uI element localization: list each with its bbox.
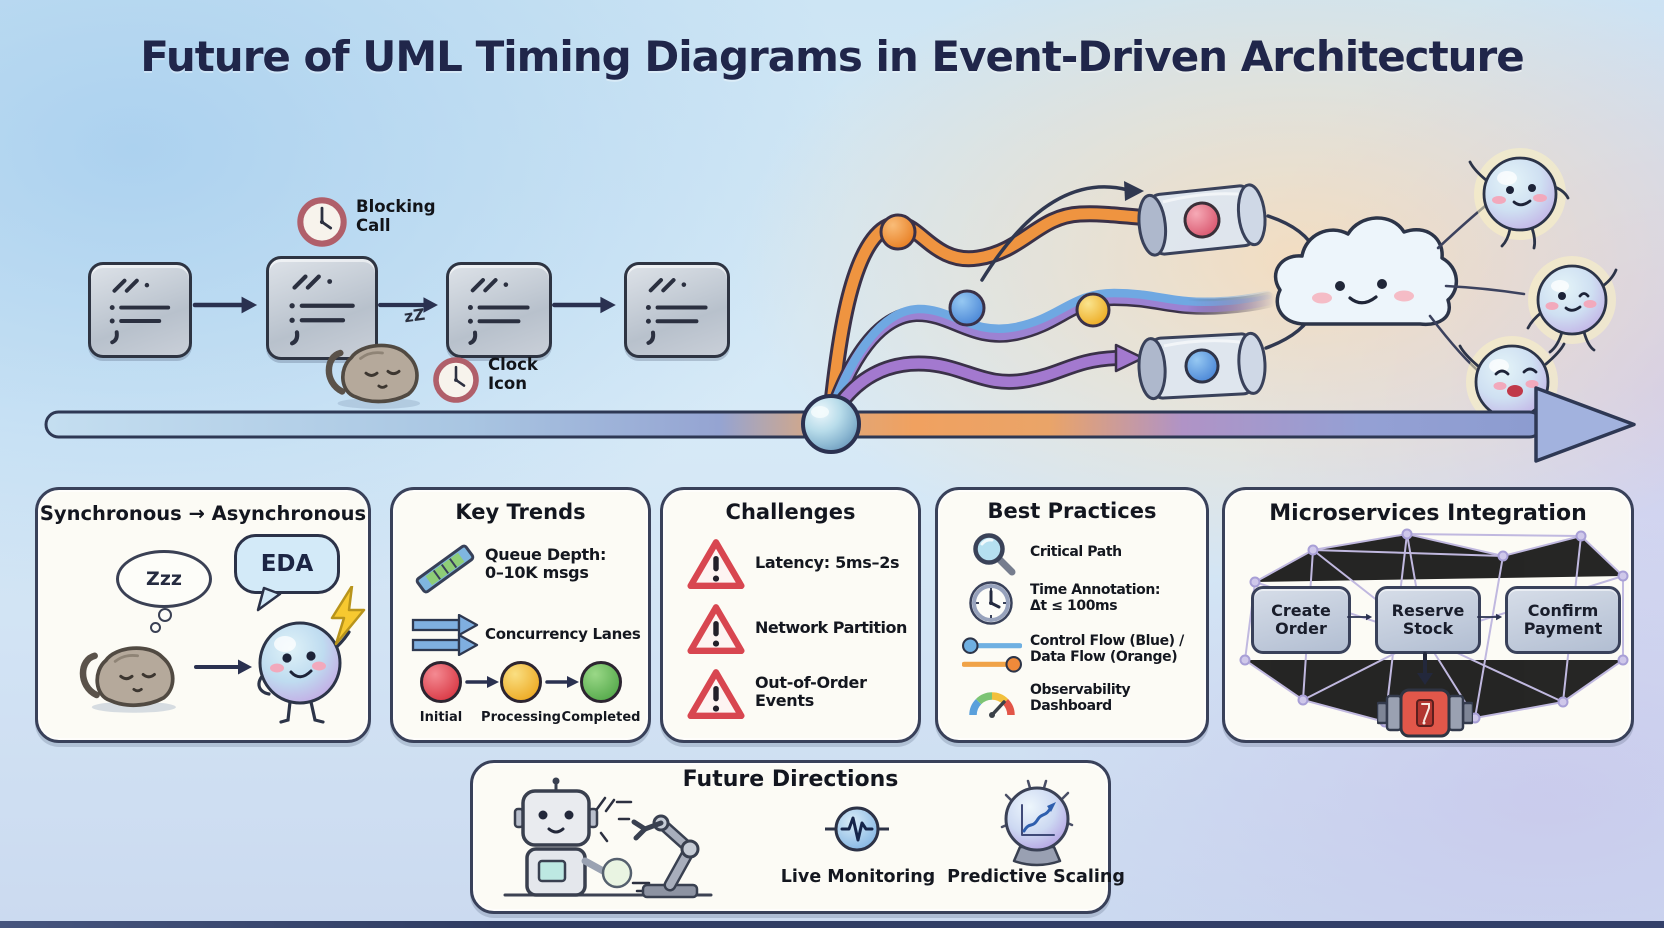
magnifier-icon [973,533,1016,576]
panel-future-directions: Future Directions [470,760,1125,914]
clock-icon [969,581,1013,625]
panel-best-practices: Best Practices Critical Path Time Annota… [935,487,1209,743]
pulse-icon [825,806,889,852]
blocking-call-clock-icon [296,196,348,248]
panel-microservices: Microservices Integration Create Order R… [1222,487,1634,743]
service-arrow-icon [1347,610,1373,624]
sequence-arrow-icon [192,295,260,315]
sequence-arrow-icon [552,295,618,315]
flow-lines-icon [962,637,1022,673]
bubble-character-top [1468,148,1570,250]
service-box-create-order: Create Order [1251,586,1351,654]
orange-event-stream [822,205,1159,421]
sleeping-rock-icon [322,318,432,410]
state-label-initial: Initial [419,710,463,725]
message-ball-orange [879,213,917,251]
code-box-4 [624,262,730,358]
cloud-icon [1273,216,1458,327]
code-doodle-icon [637,272,717,348]
clock-icon [432,356,480,404]
queue-depth-ruler-icon [415,544,475,594]
bubble-character-middle [1526,256,1618,354]
state-ball-initial [420,661,462,703]
robot-and-arm-icon [503,777,713,899]
bp-critical-path-label: Critical Path [1030,544,1122,560]
panel-title: Microservices Integration [1269,501,1587,526]
happy-bubble-character [257,621,351,724]
message-ball-yellow [1075,292,1111,328]
service-box-confirm-payment: Confirm Payment [1505,586,1621,654]
gauge-icon [969,692,1015,718]
timeline-arrowhead [1534,386,1636,463]
queue-depth-label: Queue Depth: 0–10K msgs [485,545,607,583]
panel-title: Future Directions [682,767,899,792]
panel-key-trends: Key Trends Queue Depth: 0–10K msgs Concu… [390,487,651,743]
warning-icon [687,538,745,592]
challenge-latency-label: Latency: 5ms–2s [755,553,900,572]
event-streams-illustration [822,148,1618,438]
speech-bubble: EDA [234,534,340,594]
code-doodle-icon [101,272,179,348]
bp-time-annotation-label: Time Annotation: Δt ≤ 100ms [1030,582,1161,615]
panel-title: Key Trends [455,500,586,524]
event-origin-ball [801,394,861,454]
panel-challenges: Challenges Latency: 5ms–2s Network Parti… [660,487,921,743]
flow-arrow-to-top-queue [980,185,1130,282]
clock-icon-label: Clock Icon [488,355,538,393]
service-box-reserve-stock: Reserve Stock [1375,586,1481,654]
panel-title: Synchronous → Asynchronous [39,502,367,525]
state-ball-completed [580,661,622,703]
state-label-processing: Processing [481,710,561,725]
warning-icon [687,668,745,722]
panel-sync-async: Synchronous → Asynchronous Zzz EDA [35,487,371,743]
purple-event-stream [823,343,1145,426]
bp-observability-label: Observability Dashboard [1030,682,1131,715]
concurrency-lanes-icon [411,614,479,656]
state-label-completed: Completed [561,710,641,725]
predictive-scaling-label: Predictive Scaling [947,867,1125,887]
down-arrow-icon [1417,652,1433,685]
timeline-arrow [44,386,1636,463]
thought-bubble-dot [150,622,161,633]
lightning-icon [330,586,366,646]
queue-pipe-bottom [1137,331,1267,401]
queued-event-pink [1183,201,1221,239]
warning-icon [687,603,745,657]
challenge-ordering-label: Out-of-Order Events [755,673,867,711]
thought-bubble-dot [158,608,172,622]
panel-title: Best Practices [987,499,1157,523]
code-box-3 [446,262,552,358]
bp-flow-colors-label: Control Flow (Blue) / Data Flow (Orange) [1030,633,1184,666]
service-arrow-icon [1477,610,1503,624]
concurrency-lanes-label: Concurrency Lanes [485,625,641,643]
code-doodle-icon [459,272,539,348]
sleeping-rock-icon [76,620,188,714]
panel-title: Challenges [725,500,856,524]
bottom-edge-band [0,921,1664,928]
blue-event-stream [823,288,1276,424]
thought-bubble: Zzz [116,550,212,608]
crystal-ball-icon [1000,779,1074,867]
blocking-call-label: Blocking Call [356,197,436,235]
message-ball-blue [948,289,986,327]
state-lifecycle-icons [420,661,622,703]
live-monitoring-label: Live Monitoring [780,867,936,887]
queue-pipe-top [1137,183,1267,257]
state-ball-processing [500,661,542,703]
queued-event-blue [1184,348,1220,384]
speech-bubble-tail [256,586,282,612]
message-broker-icon [1377,688,1473,738]
challenge-partition-label: Network Partition [755,618,907,637]
sleep-zz-text: zZ [402,304,427,327]
page-title: Future of UML Timing Diagrams in Event-D… [140,32,1525,81]
code-box-2 [266,256,378,360]
code-box-1 [88,262,192,358]
